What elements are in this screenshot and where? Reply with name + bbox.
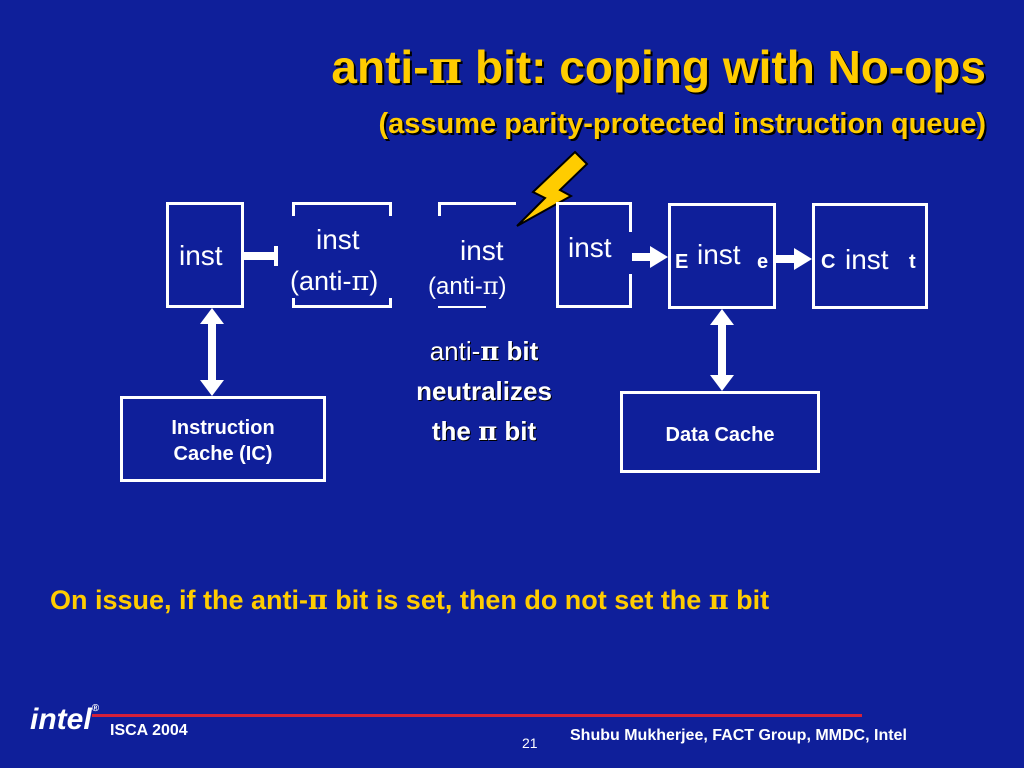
pipeline-stage-commit: C inst t [812,203,928,309]
author-credit: Shubu Mukherjee, FACT Group, MMDC, Intel [570,727,907,744]
stage-fragment: e [757,251,769,273]
instruction-cache-label-line1: Instruction [171,417,275,439]
stage-label: inst [568,232,612,263]
stage-label: inst [697,239,741,270]
instruction-cache-box: Instruction Cache (IC) [120,396,326,482]
stage-anti-pi-label: (anti-π) [428,272,507,300]
intel-logo: intel® [30,703,100,736]
pipeline-stage-fetch: inst [166,202,244,308]
slide-title: anti-π bit: coping with No-ops [331,40,986,94]
pipeline-stage-queue-1: inst (anti-π) [290,202,392,308]
callout-line3: the π bit [431,416,537,447]
data-cache-label: Data Cache [665,424,775,446]
arrow-right-icon [632,246,668,268]
instruction-cache-label-line2: Cache (IC) [173,443,273,465]
issue-rule-text: On issue, if the anti-π bit is set, then… [50,585,770,616]
pi-symbol: π [428,40,463,94]
lightning-bolt-icon [516,150,589,227]
connector-line [244,252,274,260]
arrow-right-icon [776,248,812,270]
pipeline-stage-execute: E inst e [668,203,776,309]
stage-label: inst [845,244,889,275]
slide-subtitle: (assume parity-protected instruction que… [378,108,987,140]
footer-rule [92,714,862,717]
double-arrow-icon [200,308,224,396]
stage-fragment: C [821,251,836,273]
pipeline-stage-issue: inst [556,202,632,308]
connector-tick [274,246,278,266]
callout-line2: neutralizes [416,376,552,406]
stage-fragment: t [909,251,916,273]
data-cache-box: Data Cache [620,391,820,473]
stage-label: inst [179,240,223,271]
callout-line1: anti-π bit [429,336,539,367]
double-arrow-icon [710,309,734,391]
stage-label: inst [460,235,504,266]
pipeline-stage-queue-2: inst (anti-π) [428,202,538,308]
page-number: 21 [522,735,538,751]
conference-label: ISCA 2004 [110,722,188,739]
stage-label: inst [316,224,360,255]
stage-anti-pi-label: (anti-π) [290,266,379,297]
stage-fragment: E [675,251,689,273]
